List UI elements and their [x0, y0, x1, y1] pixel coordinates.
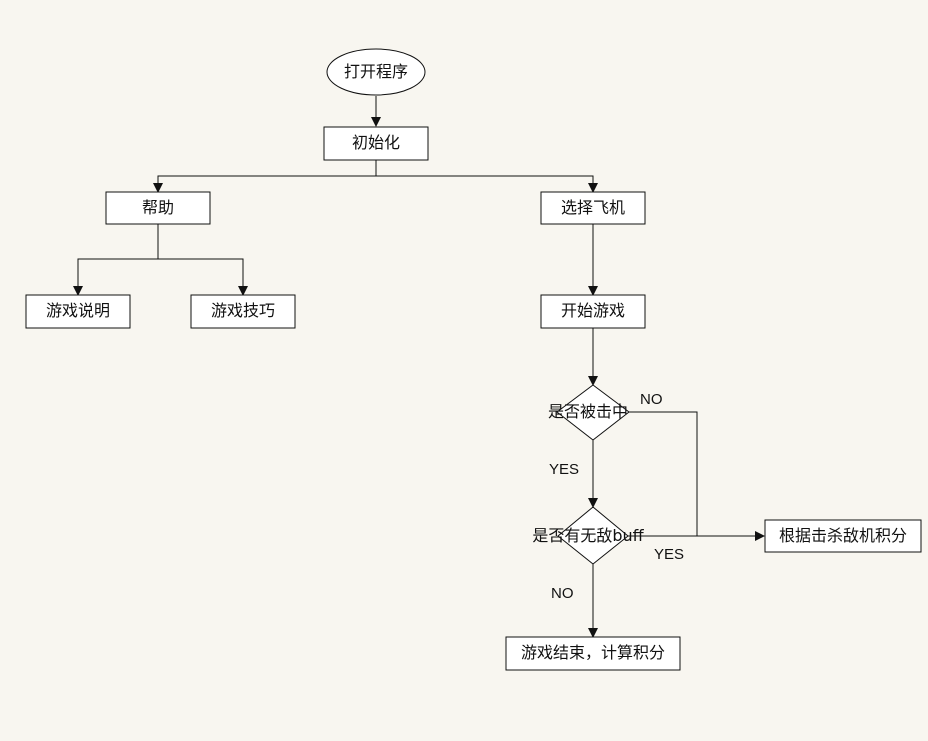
- label-hit-yes: YES: [549, 461, 579, 478]
- node-select-plane: 选择飞机: [561, 198, 625, 217]
- node-select-plane-shape: [540, 191, 646, 225]
- node-game-over: 游戏结束，计算积分: [521, 643, 665, 662]
- node-game-over-shape: [505, 636, 681, 671]
- edge-init-to-help: [153, 160, 377, 193]
- node-open-program-shape: [326, 48, 426, 96]
- node-help: 帮助: [142, 198, 174, 217]
- node-start-game: 开始游戏: [561, 301, 625, 320]
- node-game-instructions-shape: [25, 294, 131, 329]
- label-buff-no: NO: [551, 585, 574, 602]
- node-init: 初始化: [352, 133, 400, 152]
- node-game-tips-shape: [190, 294, 296, 329]
- edge-hit-no-to-score: [629, 411, 698, 536]
- node-is-hit-shape: [556, 384, 630, 441]
- node-open-program: 打开程序: [344, 62, 408, 81]
- label-buff-yes: YES: [654, 546, 684, 563]
- node-has-invincible-buff: 是否有无敌buff: [532, 526, 644, 545]
- node-score-by-kills-shape: [764, 519, 922, 553]
- node-is-hit: 是否被击中: [548, 402, 628, 421]
- nodes: 打开程序 初始化 帮助 选择飞机 游戏说明 游戏技巧 开始游戏 是否被击中 是否…: [25, 48, 922, 671]
- edge-help-to-instructions: [73, 224, 159, 296]
- label-hit-no: NO: [640, 391, 663, 408]
- edges: [73, 96, 765, 638]
- edge-help-to-tips: [158, 258, 248, 296]
- edge-init-to-select: [376, 175, 598, 193]
- node-init-shape: [323, 126, 429, 161]
- edge-labels: NO YES YES NO: [549, 391, 684, 602]
- node-help-shape: [105, 191, 211, 225]
- node-start-game-shape: [540, 294, 646, 329]
- node-game-tips: 游戏技巧: [211, 301, 275, 320]
- node-game-instructions: 游戏说明: [46, 301, 110, 320]
- node-score-by-kills: 根据击杀敌机积分: [779, 526, 907, 545]
- node-has-buff-shape: [557, 506, 629, 565]
